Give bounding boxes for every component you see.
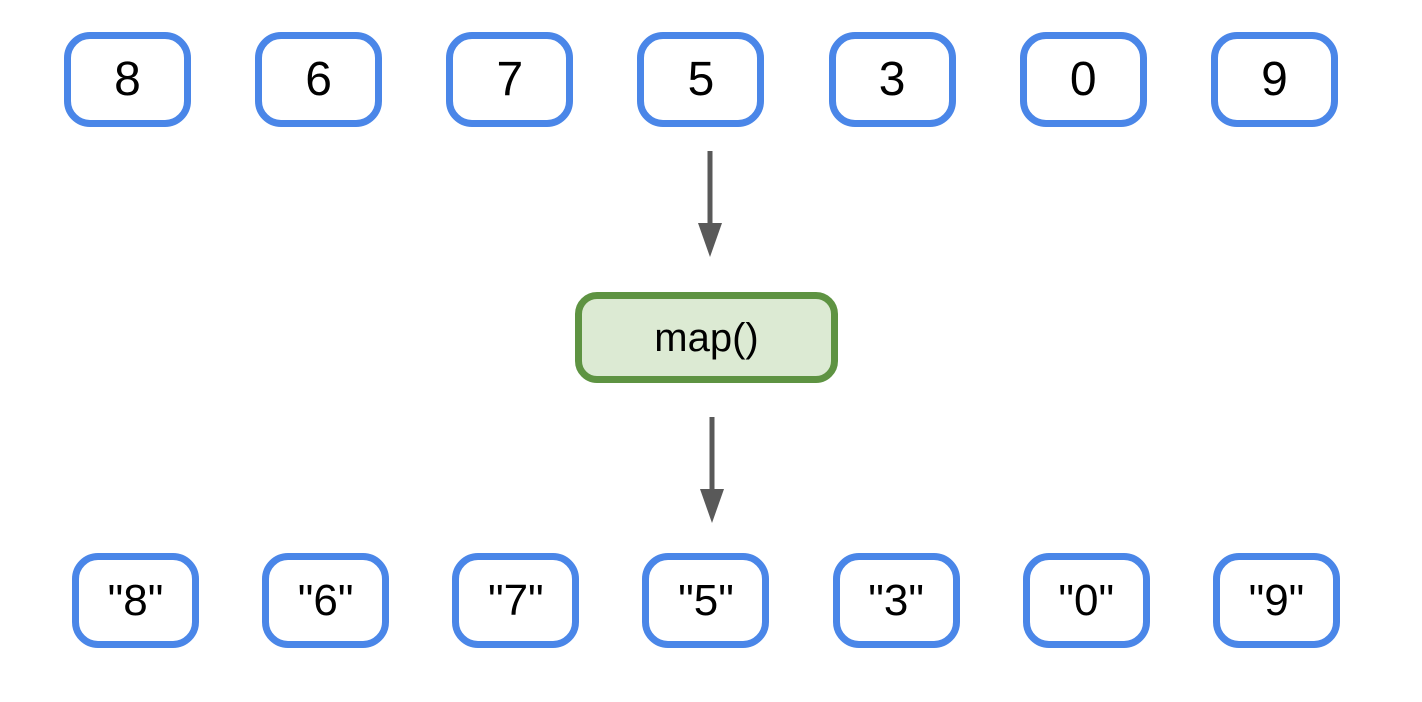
arrow-down-icon bbox=[700, 417, 724, 523]
output-value-box: "0" bbox=[1022, 553, 1150, 648]
output-value-box: "9" bbox=[1212, 553, 1340, 648]
output-row: "8" "6" "7" "5" "3" "0" "9" bbox=[72, 553, 1340, 648]
input-value-box: 9 bbox=[1210, 32, 1338, 127]
input-value-box: 6 bbox=[255, 32, 383, 127]
output-value-box: "6" bbox=[262, 553, 390, 648]
input-value-box-label: 5 bbox=[687, 52, 715, 106]
input-value-box: 0 bbox=[1019, 32, 1147, 127]
output-value-box: "7" bbox=[452, 553, 580, 648]
map-function-box: map() bbox=[575, 292, 838, 383]
output-value-box: "3" bbox=[832, 553, 960, 648]
output-value-box-label: "3" bbox=[868, 575, 924, 625]
arrow-down-icon bbox=[698, 151, 722, 257]
output-value-box-label: "7" bbox=[487, 575, 544, 625]
input-value-box: 3 bbox=[828, 32, 956, 127]
output-value-box: "8" bbox=[72, 553, 199, 648]
input-value-box-label: 0 bbox=[1069, 52, 1097, 106]
output-value-box: "5" bbox=[642, 553, 770, 648]
input-value-box-label: 9 bbox=[1261, 52, 1288, 106]
map-function-label: map() bbox=[654, 315, 759, 360]
output-value-box-label: "5" bbox=[678, 575, 734, 625]
output-value-box-label: "0" bbox=[1058, 575, 1115, 625]
input-value-box-label: 7 bbox=[496, 52, 524, 106]
input-value-box-label: 6 bbox=[305, 52, 332, 106]
output-value-box-label: "6" bbox=[297, 575, 354, 625]
input-value-box-label: 8 bbox=[114, 52, 141, 106]
output-value-box-label: "9" bbox=[1248, 575, 1305, 625]
output-value-box-label: "8" bbox=[107, 575, 164, 625]
input-value-box: 8 bbox=[64, 32, 191, 127]
input-value-box-label: 3 bbox=[878, 52, 906, 106]
input-value-box: 7 bbox=[446, 32, 574, 127]
input-value-box: 5 bbox=[637, 32, 765, 127]
input-row: 8 6 7 5 3 0 9 bbox=[64, 32, 1338, 127]
